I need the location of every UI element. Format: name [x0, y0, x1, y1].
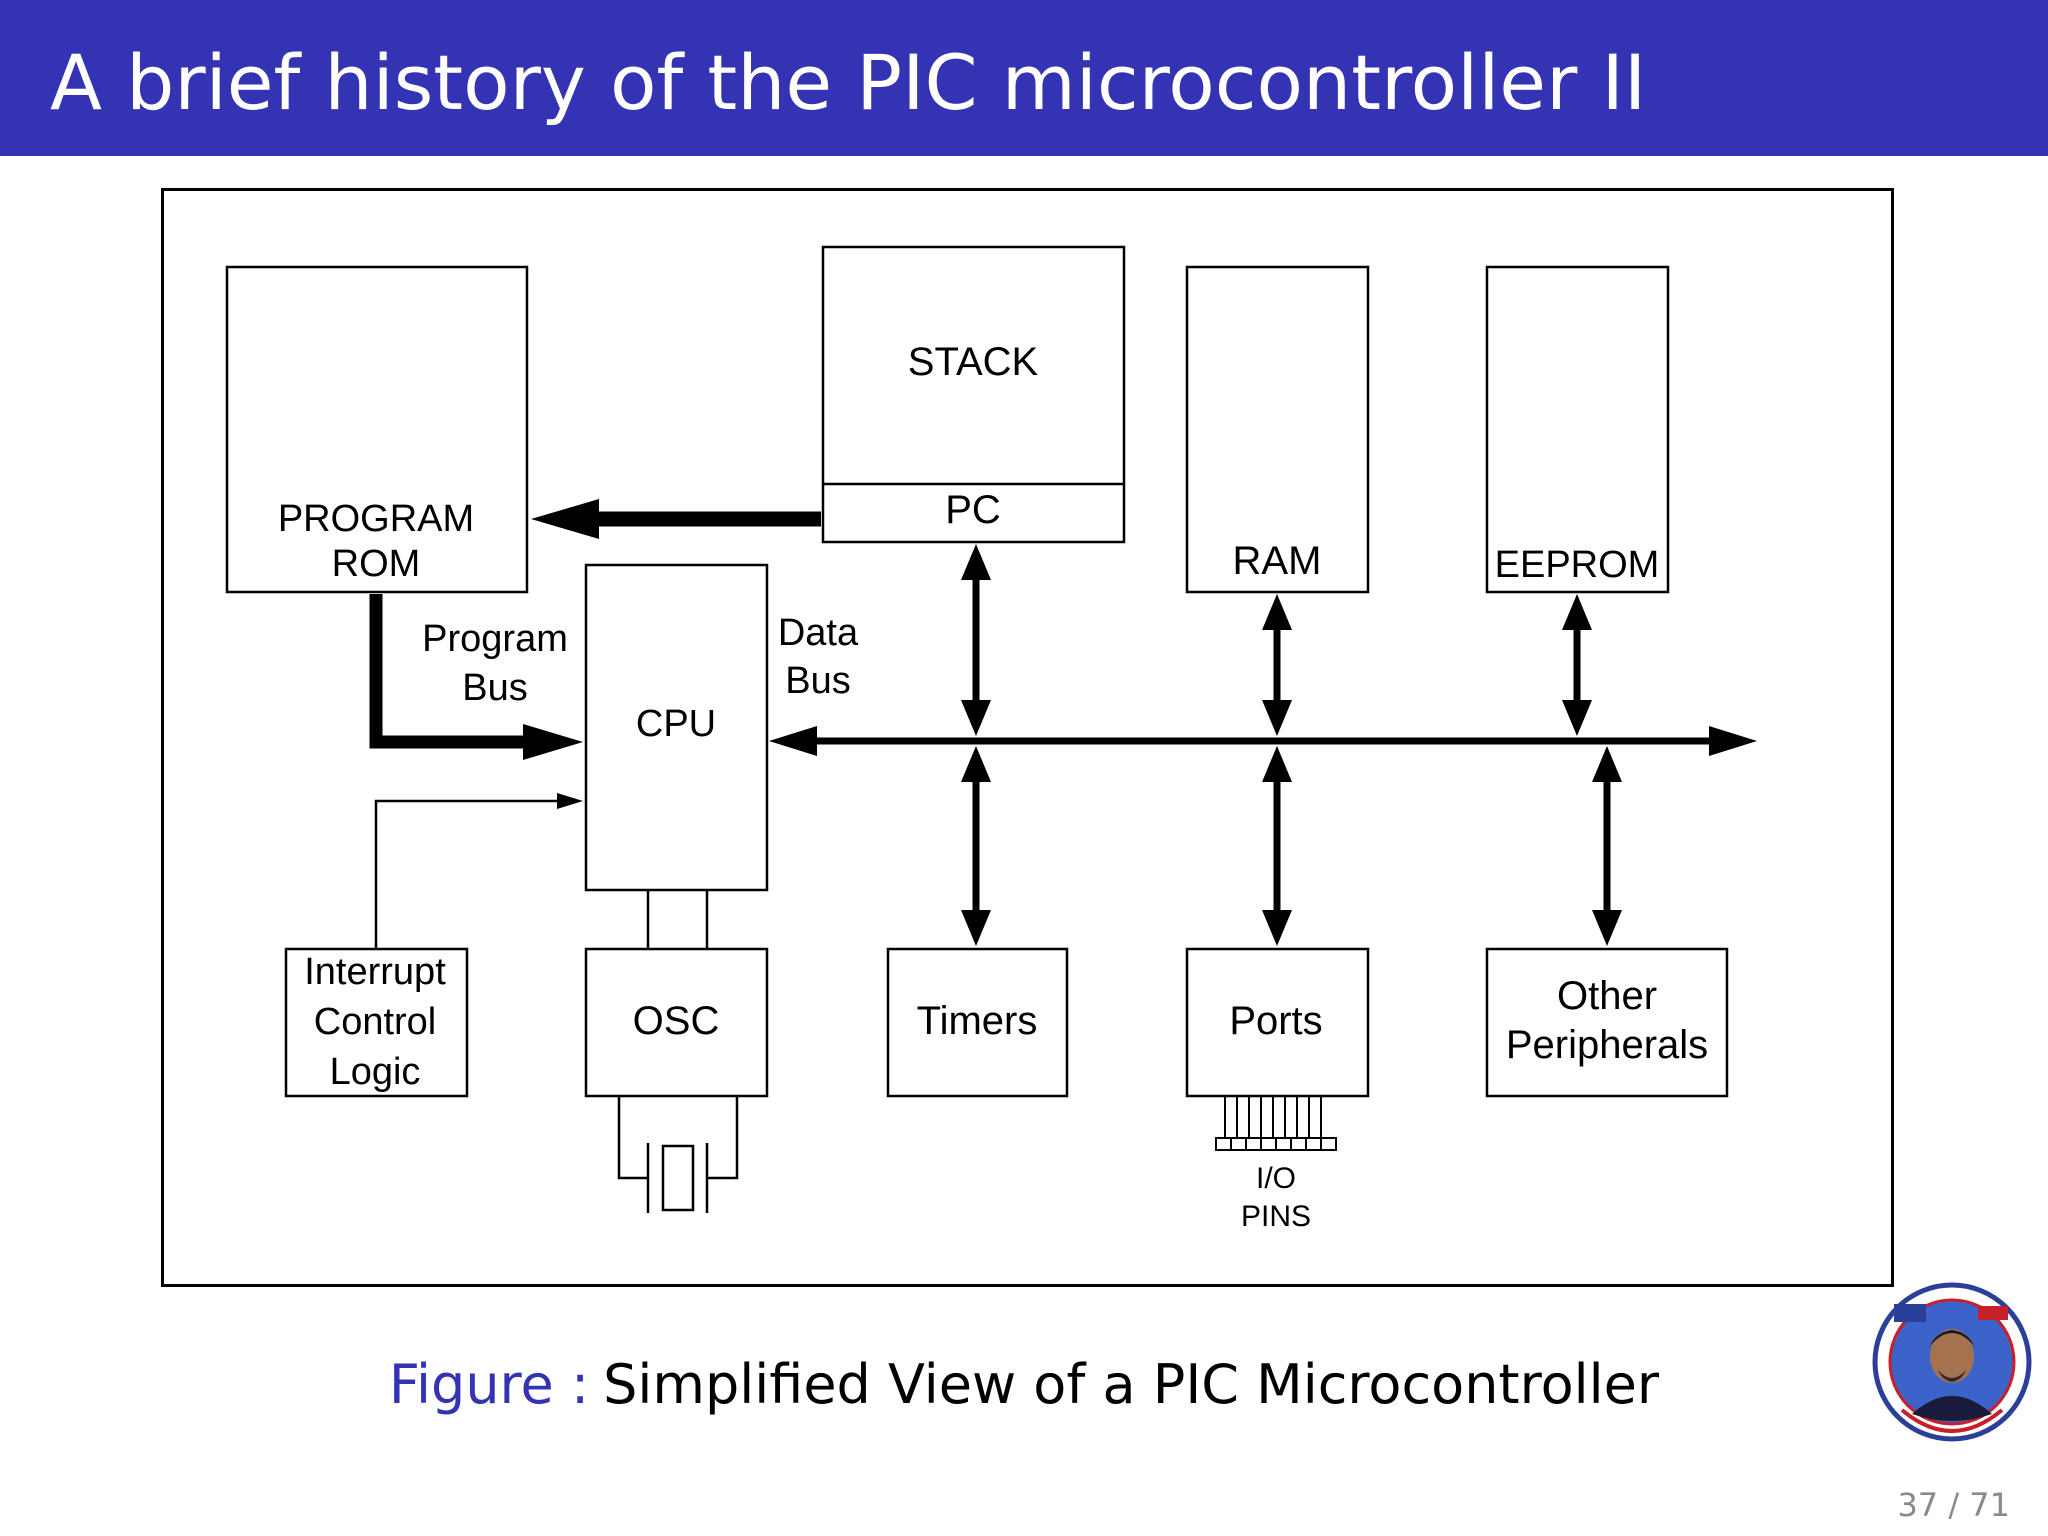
osc-cpu-connectors — [646, 890, 709, 949]
stack-label: STACK — [908, 340, 1039, 384]
io-pins-label-1: I/O — [1256, 1162, 1296, 1195]
eeprom-label: EEPROM — [1495, 544, 1660, 586]
other-peripherals-block — [1485, 947, 1729, 1098]
timers-label: Timers — [917, 999, 1038, 1043]
figure-caption: Figure :Simplified View of a PIC Microco… — [0, 1350, 2048, 1420]
data-bus-line — [769, 726, 1757, 756]
title-bar: A brief history of the PIC microcontroll… — [0, 0, 2048, 156]
other-data-bus-arrow — [1592, 746, 1622, 946]
io-pins-label-2: PINS — [1241, 1200, 1311, 1233]
cpu-block — [584, 563, 769, 892]
ports-block — [1185, 947, 1370, 1098]
data-bus-label-1: Data — [778, 612, 859, 654]
other-label-2: Peripherals — [1506, 1023, 1708, 1067]
interrupt-label-2: Control — [314, 1001, 437, 1043]
ram-data-bus-arrow — [1262, 594, 1292, 736]
ram-label: RAM — [1233, 539, 1322, 583]
program-bus-label-2: Bus — [462, 667, 527, 709]
program-rom-label-1: PROGRAM — [278, 498, 474, 540]
eeprom-block — [1485, 265, 1670, 594]
pc-label: PC — [945, 488, 1001, 532]
ports-label: Ports — [1229, 999, 1322, 1043]
presenter-avatar — [1872, 1282, 2032, 1442]
diagram-frame — [161, 188, 1894, 1287]
stack-block — [821, 245, 1126, 544]
other-label-1: Other — [1557, 974, 1657, 1018]
slide-title: A brief history of the PIC microcontroll… — [50, 38, 1647, 127]
io-pins-connector — [1215, 1096, 1337, 1151]
program-bus-arrow — [369, 594, 583, 760]
interrupt-line — [374, 793, 583, 949]
osc-label: OSC — [633, 999, 720, 1043]
interrupt-label-3: Logic — [330, 1051, 421, 1093]
cpu-label: CPU — [636, 703, 716, 745]
ports-data-bus-arrow — [1262, 746, 1292, 946]
timers-block — [886, 947, 1069, 1098]
crystal-oscillator — [617, 1096, 739, 1213]
osc-block — [584, 947, 769, 1098]
pic-block-diagram: PROGRAM ROM STACK PC RAM EEPROM CPU Inte… — [161, 188, 1894, 1287]
pc-to-rom-arrow — [531, 499, 821, 539]
caption-label: Figure : — [388, 1353, 590, 1416]
page-number: 37 / 71 — [1897, 1486, 2010, 1524]
interrupt-label-1: Interrupt — [304, 951, 446, 993]
program-rom-label-2: ROM — [332, 543, 421, 585]
ram-block — [1185, 265, 1370, 594]
pc-data-bus-arrow — [961, 544, 991, 736]
data-bus-label-2: Bus — [785, 660, 850, 702]
program-bus-label-1: Program — [422, 618, 568, 660]
caption-text: Simplified View of a PIC Microcontroller — [603, 1353, 1660, 1416]
program-rom-block — [225, 265, 529, 594]
timers-data-bus-arrow — [961, 746, 991, 946]
eeprom-data-bus-arrow — [1562, 594, 1592, 736]
